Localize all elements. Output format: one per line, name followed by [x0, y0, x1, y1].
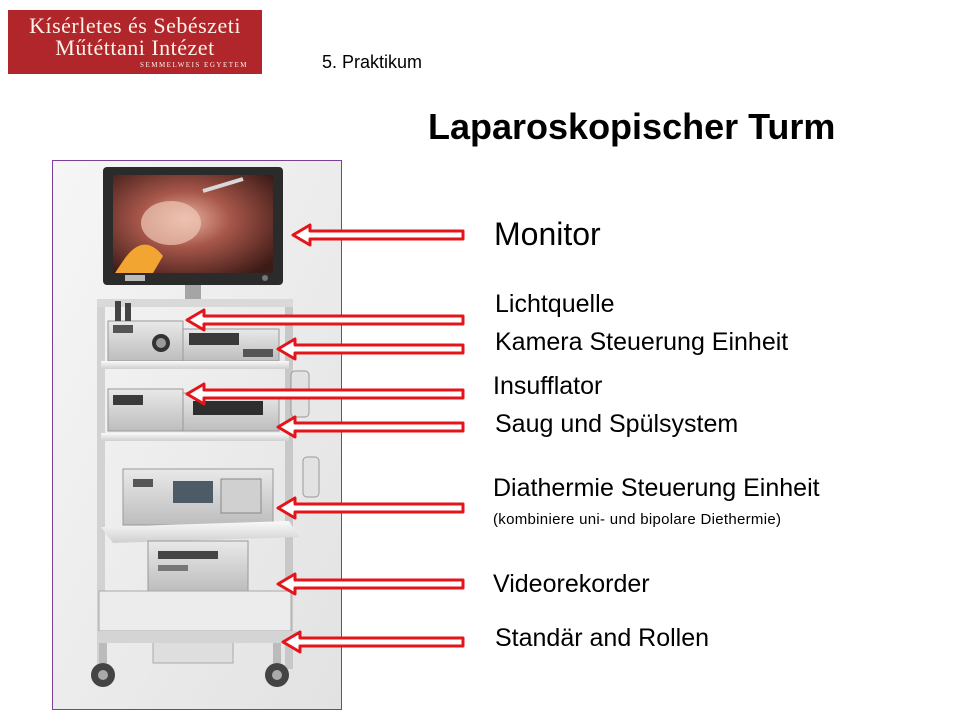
- praktikum-label: 5. Praktikum: [322, 52, 423, 72]
- label-insufflator: Insufflator: [493, 372, 603, 400]
- logo-line-3: SEMMELWEIS EGYETEM: [140, 61, 248, 69]
- arrow-kamera: [276, 337, 465, 361]
- monitor-device: [103, 167, 283, 299]
- label-kamera: Kamera Steuerung Einheit: [495, 328, 789, 356]
- page-title: Laparoskopischer Turm: [428, 106, 836, 147]
- label-lichtquelle: Lichtquelle: [495, 290, 615, 318]
- label-diathermie-note: (kombiniere uni- und bipolare Diethermie…: [493, 511, 782, 528]
- logo-line-2: Műtéttani Intézet: [55, 35, 215, 60]
- arrow-standar: [281, 630, 465, 654]
- arrow-saug: [276, 415, 465, 439]
- label-saug: Saug und Spülsystem: [495, 410, 739, 438]
- logo-line-1: Kísérletes és Sebészeti: [29, 13, 241, 38]
- label-videorekorder: Videorekorder: [493, 570, 650, 598]
- arrow-insufflator: [185, 382, 465, 406]
- label-monitor: Monitor: [494, 216, 601, 252]
- arrow-videorekorder: [276, 572, 465, 596]
- label-standar: Standär and Rollen: [495, 624, 710, 652]
- arrow-monitor: [291, 223, 465, 247]
- arrow-diathermie: [276, 496, 465, 520]
- label-diathermie: Diathermie Steuerung Einheit: [493, 474, 820, 502]
- arrow-lichtquelle: [185, 308, 465, 332]
- institute-logo: Kísérletes és Sebészeti Műtéttani Intéze…: [8, 10, 262, 74]
